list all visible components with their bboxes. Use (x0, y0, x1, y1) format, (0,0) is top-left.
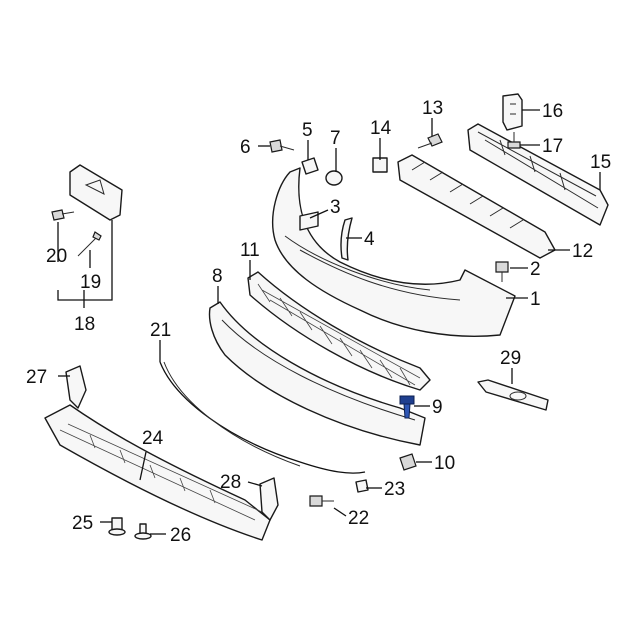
part-1-bumper-cover[interactable] (271, 167, 516, 337)
part-14-clip[interactable] (372, 157, 388, 173)
callout-18: 18 (74, 314, 95, 335)
part-21-strip[interactable] (159, 361, 366, 474)
part-23-clip[interactable] (355, 479, 369, 493)
part-10-clip[interactable] (399, 453, 417, 471)
part-3-pad[interactable] (299, 211, 319, 231)
leader-lines (57, 109, 601, 535)
part-26-pin[interactable] (134, 523, 152, 540)
part-25-pin[interactable] (108, 517, 126, 536)
part-11-grille[interactable] (247, 271, 431, 391)
callout-16: 16 (542, 101, 563, 122)
part-22-bolt[interactable] (309, 495, 334, 507)
part-28-bracket[interactable] (259, 477, 279, 521)
part-17-bolt[interactable] (507, 132, 521, 149)
callout-10: 10 (434, 453, 455, 474)
part-4-strip[interactable] (340, 217, 353, 261)
callout-7: 7 (330, 128, 341, 149)
callout-19: 19 (80, 272, 101, 293)
callout-20: 20 (46, 246, 67, 267)
callout-9: 9 (432, 397, 443, 418)
callout-27: 27 (26, 367, 47, 388)
part-13-bolt[interactable] (417, 133, 443, 149)
callout-labels: 1 2 3 4 5 6 7 8 9 10 11 12 13 14 15 16 1… (26, 98, 611, 546)
callout-24: 24 (142, 428, 164, 449)
callout-22: 22 (348, 508, 369, 529)
callout-25: 25 (72, 513, 93, 534)
part-7-nut[interactable] (325, 170, 343, 186)
callout-4: 4 (364, 229, 375, 250)
callout-3: 3 (330, 197, 341, 218)
callout-12: 12 (572, 241, 593, 262)
part-29-trim[interactable] (477, 379, 549, 411)
part-20-bolt[interactable] (51, 209, 75, 221)
callout-17: 17 (542, 136, 563, 157)
part-15-energy-bar[interactable] (467, 123, 609, 226)
callout-28: 28 (220, 472, 241, 493)
callout-6: 6 (240, 137, 251, 158)
callout-23: 23 (384, 479, 405, 500)
callout-15: 15 (590, 152, 611, 173)
part-5-clip[interactable] (301, 157, 319, 175)
part-2-bolt[interactable] (495, 261, 509, 282)
callout-2: 2 (530, 259, 541, 280)
callout-1: 1 (530, 289, 541, 310)
callout-13: 13 (422, 98, 443, 119)
callout-5: 5 (302, 120, 313, 141)
part-16-bracket[interactable] (502, 93, 523, 131)
callout-21: 21 (150, 320, 171, 341)
callout-26: 26 (170, 525, 191, 546)
callout-14: 14 (370, 118, 392, 139)
part-18-plate-bracket[interactable] (69, 164, 123, 221)
callout-11: 11 (240, 240, 260, 261)
part-6-screw[interactable] (269, 139, 295, 153)
part-19-stud[interactable] (77, 231, 102, 257)
callout-8: 8 (212, 266, 223, 287)
callout-29: 29 (500, 348, 521, 369)
part-8-lower-cover[interactable] (208, 301, 426, 446)
part-27-bracket[interactable] (65, 365, 87, 409)
part-9-bolt[interactable] (399, 395, 415, 419)
